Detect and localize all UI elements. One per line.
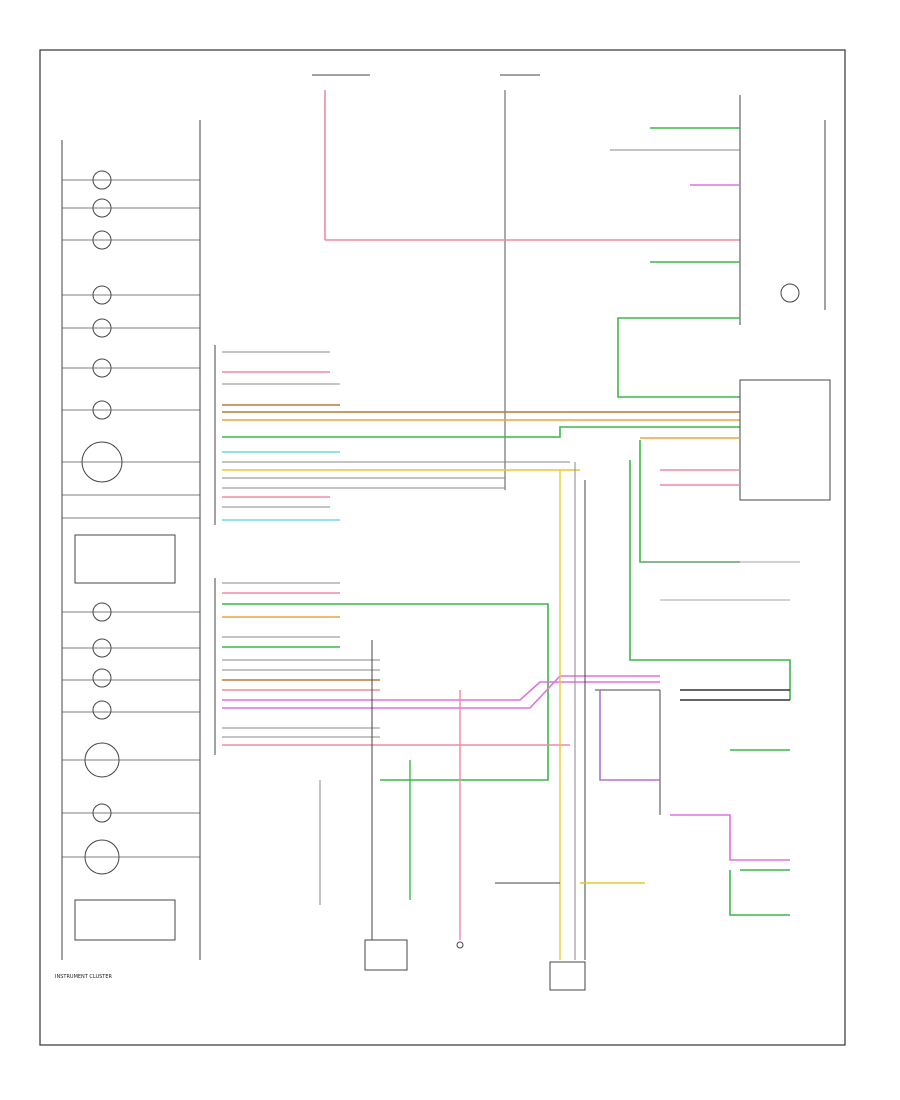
wire-green-loop	[617, 317, 740, 398]
lower-connector-wires	[214, 578, 660, 781]
sensor-drop-wires	[319, 462, 645, 960]
fuse-feeds	[312, 74, 740, 490]
cluster-connector-lines	[62, 179, 200, 858]
cluster-indicators	[74, 170, 176, 941]
upper-connector-wires	[214, 345, 740, 525]
lower-right-components	[595, 561, 800, 916]
sensor-symbols	[364, 939, 586, 991]
diagram-border	[39, 49, 846, 1046]
body-control-module-box	[739, 379, 831, 501]
instrument-cluster-block: INSTRUMENT CLUSTER	[55, 120, 201, 980]
upper-right-components	[610, 95, 826, 325]
cluster-title: INSTRUMENT CLUSTER	[55, 974, 113, 980]
bcm-wires	[629, 437, 791, 700]
